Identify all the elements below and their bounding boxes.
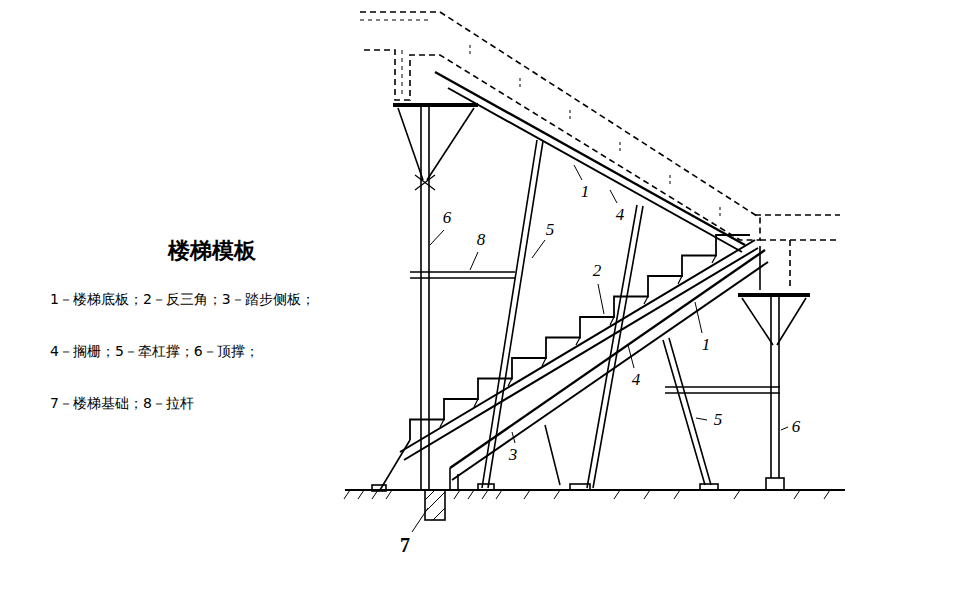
- top-prop: [421, 105, 429, 490]
- legend-note: 4－搁栅；5－牵杠撑；6－顶撑；: [50, 344, 259, 359]
- callout-number: 6: [791, 418, 802, 437]
- callout-number: 5: [545, 221, 556, 240]
- joist: [448, 88, 742, 252]
- step-side-board: [759, 246, 761, 290]
- stringer: [400, 240, 758, 460]
- brace: [398, 108, 474, 180]
- landing-slab: [755, 215, 840, 288]
- callout-number: 5: [713, 411, 724, 430]
- diagram-title: 楼梯模板: [168, 238, 256, 262]
- base-block: [372, 485, 386, 491]
- leader-lines: [412, 165, 788, 532]
- strut-post: [482, 140, 543, 488]
- base-block: [570, 484, 590, 490]
- upper-slab: [360, 12, 760, 240]
- callout-number: 6: [442, 209, 453, 228]
- step-cleat: [440, 256, 716, 428]
- ground-hatch: [344, 490, 830, 499]
- legend-note: 7－楼梯基础；8－拉杆: [50, 396, 194, 411]
- callout-number: 4: [631, 371, 642, 390]
- brace: [742, 298, 806, 345]
- foundation-hatch: [425, 490, 445, 520]
- callout-number: 1: [701, 336, 712, 355]
- slab-rebar: [470, 45, 720, 219]
- tie-bar: [410, 272, 515, 278]
- callout-number: 8: [476, 231, 487, 250]
- stair-foundation: [425, 490, 445, 520]
- slab-rebar: [360, 20, 432, 95]
- step-side-board: [450, 468, 458, 490]
- bottom-board: [450, 250, 765, 468]
- bottom-board: [435, 72, 745, 245]
- base-block: [700, 484, 718, 490]
- callout-number: 2: [592, 262, 603, 281]
- tie-bar: [665, 387, 780, 393]
- header-beam: [393, 103, 478, 107]
- header-beam: [738, 293, 810, 297]
- legend-note: 1－楼梯底板；2－反三角；3－踏步侧板；: [50, 292, 315, 307]
- callout-number: 4: [615, 206, 626, 225]
- callout-number: 1: [580, 183, 591, 202]
- strut-post: [545, 425, 560, 485]
- brace: [380, 440, 410, 490]
- base-block: [766, 478, 784, 490]
- brace-clamp: [415, 175, 435, 190]
- base-block: [478, 484, 494, 490]
- drawing: [344, 12, 845, 532]
- callout-number: 7: [399, 534, 411, 556]
- callout-number: 3: [508, 446, 519, 465]
- joist: [452, 262, 768, 480]
- strut-post: [663, 338, 711, 485]
- reverse-triangle: [410, 235, 750, 440]
